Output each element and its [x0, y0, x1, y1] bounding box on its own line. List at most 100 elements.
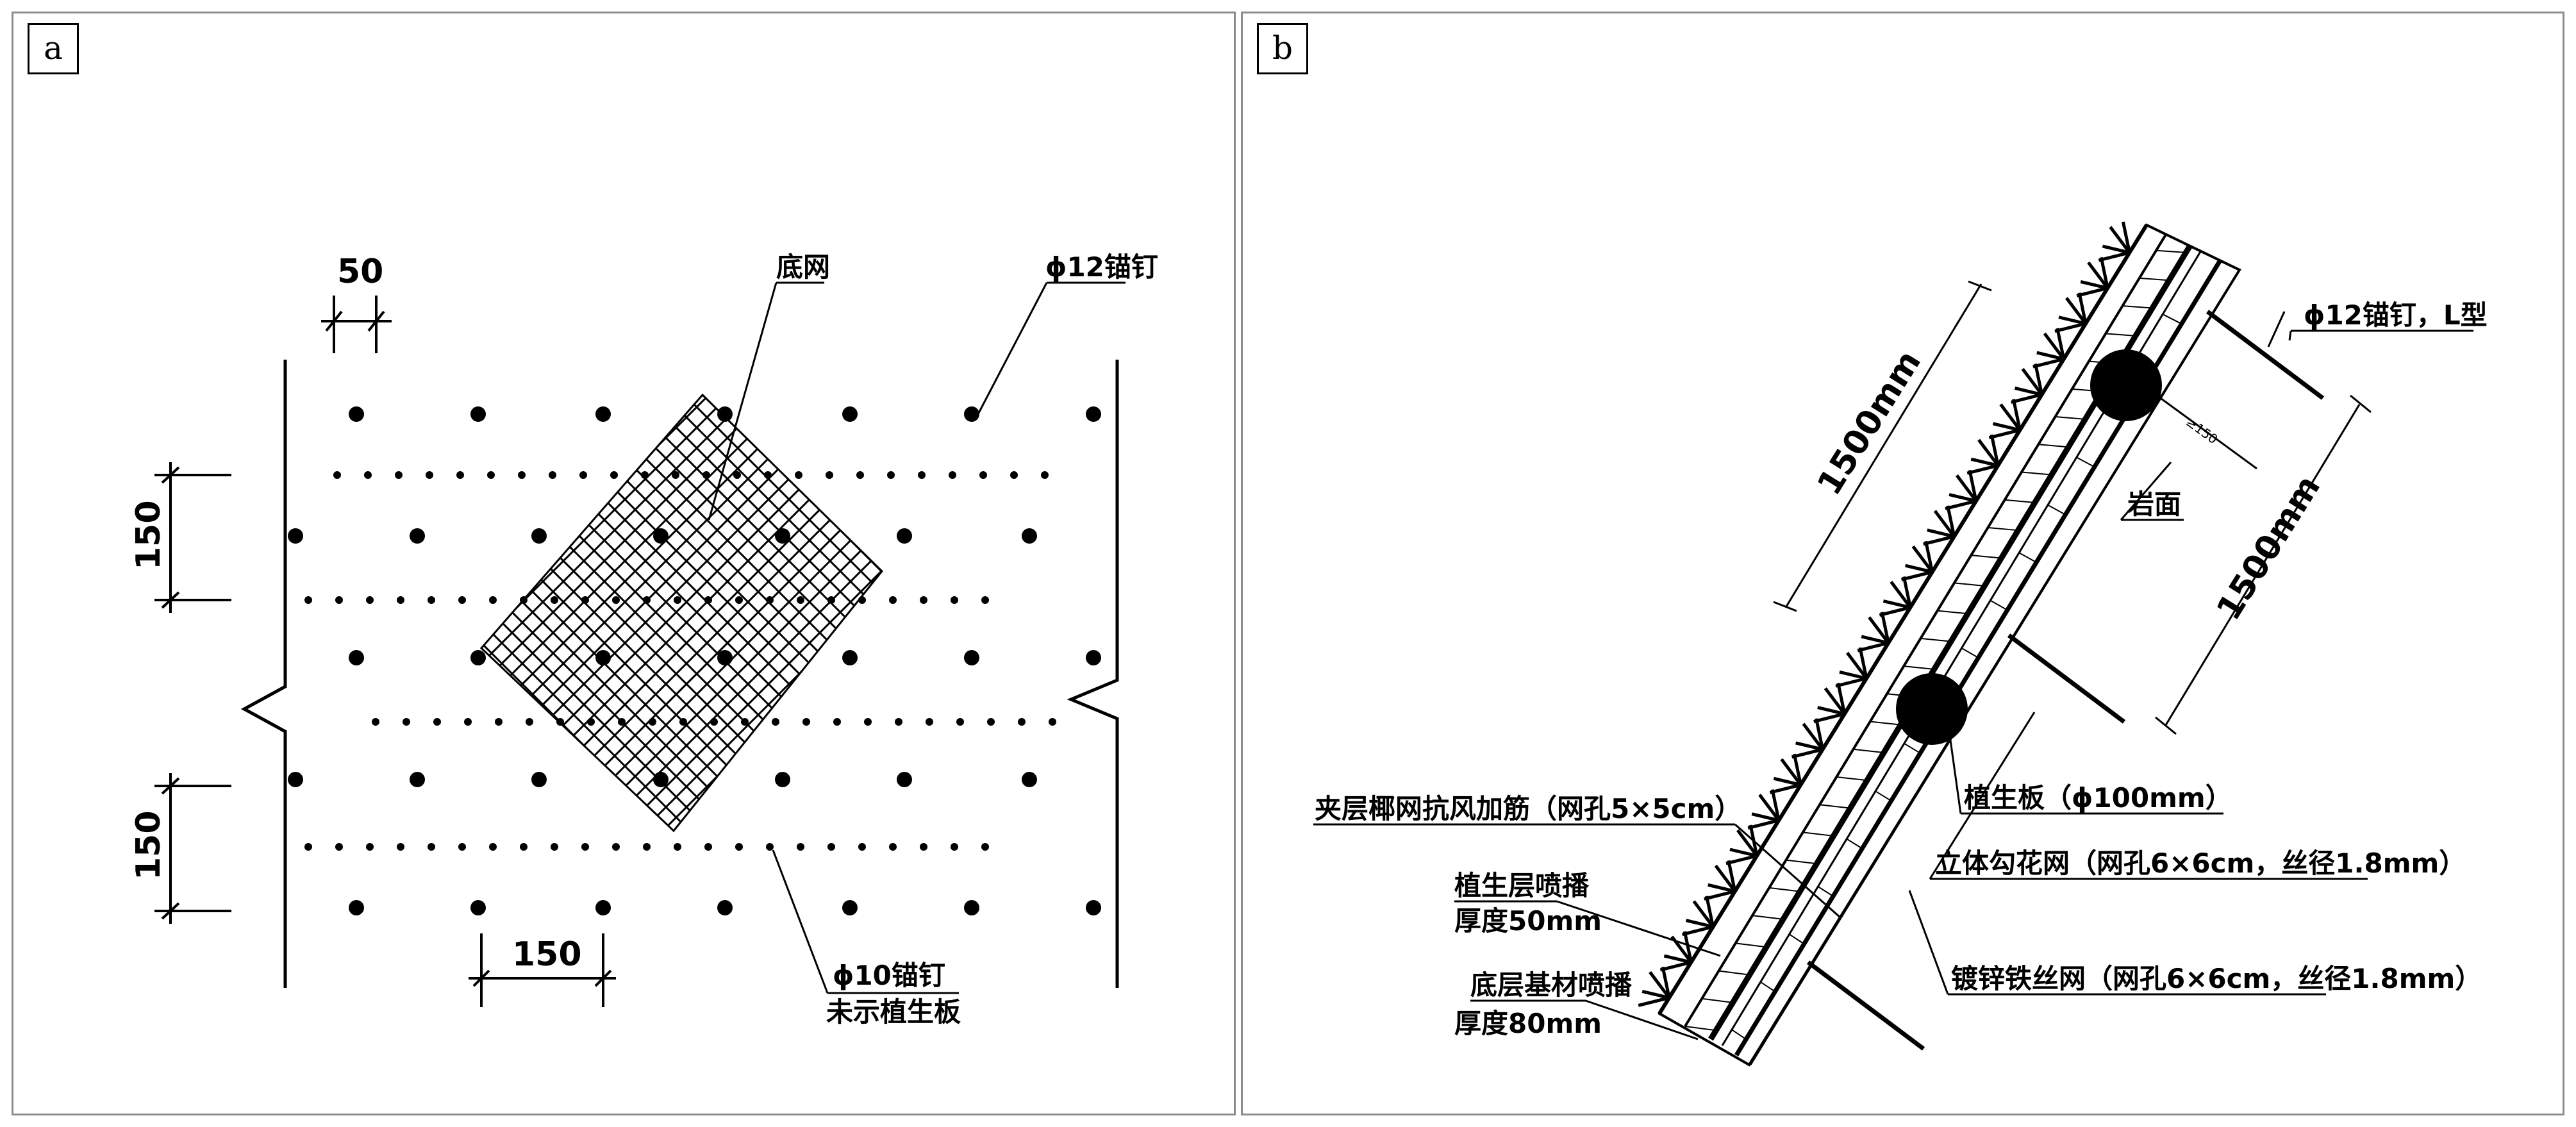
anchor-10	[827, 843, 835, 851]
plant	[1945, 469, 1978, 510]
anchors	[1806, 310, 2325, 1051]
plant	[1966, 434, 2000, 475]
label-anchor-10-line1: ϕ10锚钉	[833, 960, 945, 991]
anchor-12	[595, 900, 611, 915]
anchor-10	[795, 471, 802, 479]
anchor-12	[717, 650, 733, 665]
plant	[1813, 683, 1847, 724]
anchor-12	[410, 528, 425, 544]
anchor-10	[1010, 471, 1018, 479]
leader-anchor-12	[977, 282, 1048, 415]
anchor-length-dim	[2151, 390, 2257, 470]
label-anchor-L: ϕ12锚钉，L型	[2304, 299, 2488, 331]
anchor-12	[842, 406, 858, 422]
plant	[2054, 292, 2088, 333]
plant-board-upper	[2090, 349, 2162, 421]
anchor-10	[489, 596, 497, 604]
anchor-10	[987, 718, 995, 726]
anchor-10	[766, 596, 774, 604]
anchor-10	[735, 843, 743, 851]
label-veg-layer-line2: 厚度50mm	[1454, 905, 1602, 937]
anchor-10	[335, 843, 343, 851]
anchor-10	[397, 843, 404, 851]
anchor-10	[428, 843, 435, 851]
label-galv-mesh: 镀锌铁丝网（网孔6×6cm，丝径1.8mm）	[1951, 963, 2482, 994]
anchor-10	[741, 718, 749, 726]
anchor-10	[951, 843, 958, 851]
anchor-10	[579, 471, 587, 479]
anchor-12	[1022, 528, 1037, 544]
anchor-10	[551, 596, 558, 604]
anchor-12	[653, 772, 669, 787]
anchor-12	[897, 528, 912, 544]
anchor-12	[964, 650, 979, 665]
slope-section: ≥150 1500mm 1500mm	[1313, 221, 2488, 1067]
anchor-12	[964, 406, 979, 422]
label-anchor-12: ϕ12锚钉	[1045, 251, 1158, 283]
anchor-10	[618, 718, 626, 726]
anchor-dots	[288, 406, 1101, 915]
label-rock: 岩面	[2127, 488, 2181, 520]
plant	[2010, 363, 2044, 404]
label-plant-board: 植生板（ϕ100mm）	[1964, 782, 2232, 814]
anchor-12	[531, 528, 547, 544]
plant	[1923, 505, 1956, 546]
dim-150-left-lower-text: 150	[129, 810, 168, 880]
anchor-10	[735, 596, 743, 604]
plant	[1879, 576, 1912, 617]
anchor-12	[717, 900, 733, 915]
anchor-12	[531, 772, 547, 787]
anchor-10	[456, 471, 464, 479]
anchor-10	[372, 718, 379, 726]
anchor-10	[581, 596, 589, 604]
slope-layers	[1658, 223, 2241, 1067]
label-3d-mesh: 立体勾花网（网孔6×6cm，丝径1.8mm）	[1935, 847, 2466, 879]
anchor-10	[366, 843, 374, 851]
anchor-10	[518, 471, 526, 479]
anchor-10	[858, 596, 866, 604]
leader-coir	[1734, 823, 1841, 919]
anchor-10	[802, 718, 810, 726]
dim-150-bottom-text: 150	[512, 935, 582, 974]
anchor-10	[889, 843, 897, 851]
anchor-10	[856, 471, 864, 479]
anchor-10	[397, 596, 404, 604]
anchor-10	[520, 596, 528, 604]
dim-150-left-lower	[154, 773, 231, 924]
leader-plant-board	[1947, 721, 1962, 814]
anchor-12	[1022, 772, 1037, 787]
anchor-10	[918, 471, 926, 479]
leader-galv-mesh	[1908, 890, 1949, 995]
anchor-10	[674, 596, 681, 604]
anchor-12	[349, 406, 364, 422]
anchor-10	[581, 843, 589, 851]
anchor-10	[949, 471, 956, 479]
anchor-10	[797, 596, 804, 604]
anchor-10	[827, 596, 835, 604]
anchor-10	[612, 843, 620, 851]
plant	[1791, 718, 1825, 759]
panel-b: b ≥150	[1241, 12, 2564, 1115]
anchor-12	[775, 772, 790, 787]
anchor-10	[495, 718, 503, 726]
anchor-12	[1086, 406, 1101, 422]
dim-50	[321, 296, 392, 353]
anchor-10	[643, 596, 651, 604]
leader-bottom-net	[708, 282, 777, 521]
anchor-12	[410, 772, 425, 787]
anchor-10	[710, 718, 718, 726]
anchor-10	[951, 596, 958, 604]
anchor-10	[403, 718, 410, 726]
anchor-12	[288, 528, 303, 544]
anchor-12	[717, 406, 733, 422]
anchor-12	[1086, 650, 1101, 665]
leader-veg-layer	[1556, 900, 1721, 957]
label-base-layer-line2: 厚度80mm	[1454, 1008, 1602, 1039]
anchor-10	[458, 596, 466, 604]
anchor-12	[1086, 900, 1101, 915]
anchor-12	[595, 650, 611, 665]
anchor-10	[1049, 718, 1056, 726]
anchor-10	[679, 718, 687, 726]
anchor-10	[674, 843, 681, 851]
panel-a: a 50 150 150	[12, 12, 1236, 1115]
